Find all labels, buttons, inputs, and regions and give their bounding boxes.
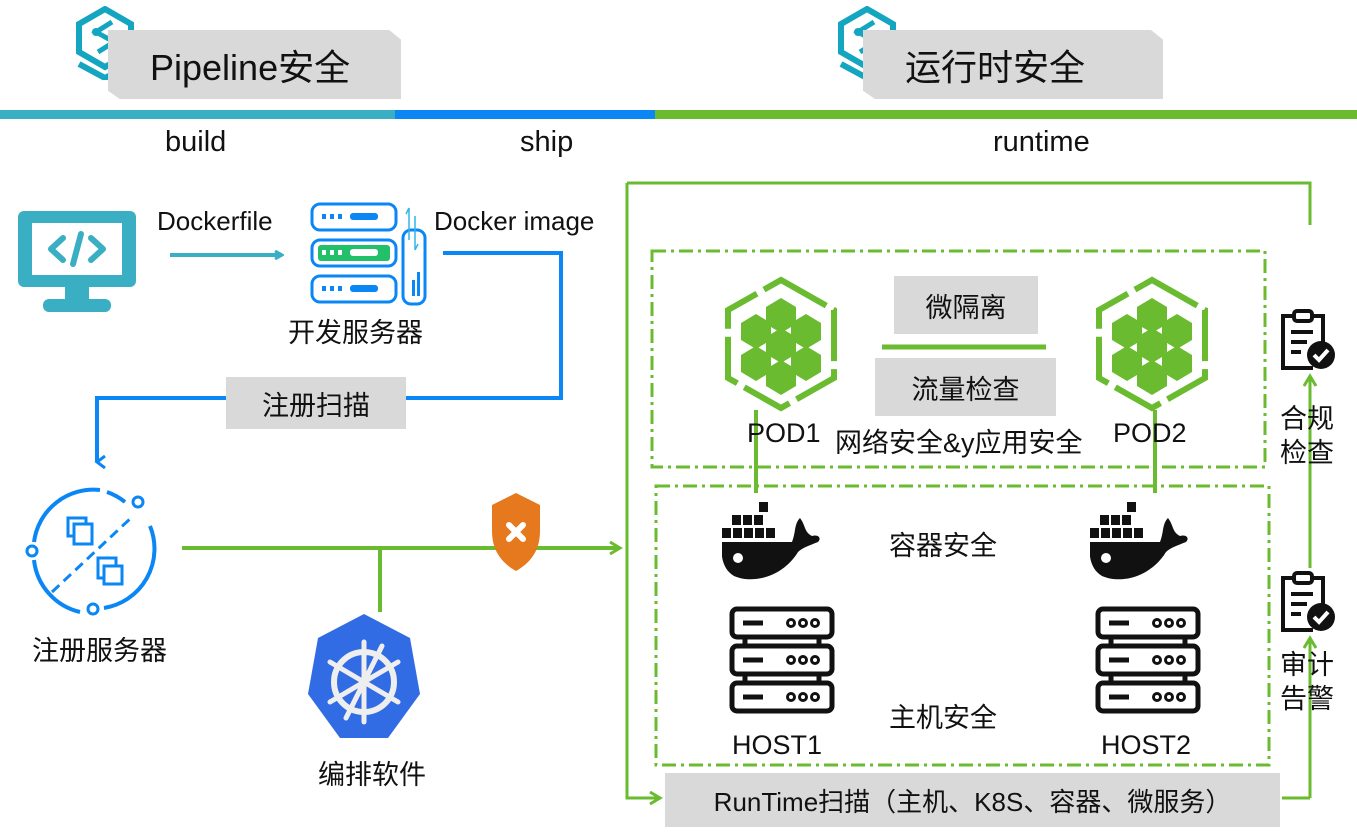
compliance-check-label-line2: 检查 <box>1280 438 1334 468</box>
stage-label-build: build <box>165 126 227 158</box>
audit-alert-label-line2: 告警 <box>1280 684 1334 714</box>
traffic-inspection-label: 流量检查 <box>911 374 1020 405</box>
pipeline-security-title: Pipeline安全 <box>150 46 351 88</box>
compliance-check-label-line1: 合规 <box>1280 404 1334 434</box>
network-app-security-label: 网络安全&y应用安全 <box>835 428 1083 458</box>
runtime-scan-entry-line <box>625 183 663 806</box>
pod1-icon <box>725 276 837 412</box>
pod2-label: POD2 <box>1113 418 1187 448</box>
dev-server-icon <box>310 202 427 306</box>
registry-scan-flow-line <box>97 396 226 462</box>
docker-image-flow-line <box>406 251 563 400</box>
registry-server-icon <box>25 487 157 616</box>
stage-bar-build <box>0 110 395 119</box>
micro-isolation-box: 微隔离 <box>894 276 1038 334</box>
host1-server-icon <box>729 606 835 714</box>
container-security-label: 容器安全 <box>889 531 997 561</box>
docker-container-icon-2 <box>1090 502 1188 580</box>
runtime-security-title: 运行时安全 <box>905 46 1086 88</box>
kubernetes-orchestration-icon <box>308 614 420 738</box>
pipeline-security-banner: Pipeline安全 <box>108 30 401 99</box>
stage-bar-ship <box>395 110 655 119</box>
registry-scan-label: 注册扫描 <box>262 390 370 421</box>
developer-workstation-icon <box>18 211 136 312</box>
security-shield-block-icon <box>492 493 540 571</box>
host-security-zone <box>654 484 1271 767</box>
stage-bar-runtime <box>655 110 1357 119</box>
host2-server-icon <box>1095 606 1201 714</box>
runtime-scan-label: RunTime扫描（主机、K8S、容器、微服务） <box>713 786 1232 817</box>
network-security-zone <box>650 249 1267 469</box>
micro-isolation-label: 微隔离 <box>925 292 1007 323</box>
compliance-check-clipboard-icon <box>1281 309 1335 370</box>
docker-image-label: Docker image <box>434 206 595 236</box>
runtime-scan-box: RunTime扫描（主机、K8S、容器、微服务） <box>665 773 1280 827</box>
pod2-icon <box>1096 276 1208 412</box>
registry-server-label: 注册服务器 <box>32 636 167 666</box>
stage-label-runtime: runtime <box>993 126 1090 158</box>
traffic-inspection-box: 流量检查 <box>875 358 1056 416</box>
stage-label-ship: ship <box>520 126 574 158</box>
pod1-label: POD1 <box>747 418 821 448</box>
host1-label: HOST1 <box>732 730 823 760</box>
host-security-label: 主机安全 <box>889 703 997 733</box>
registry-scan-box: 注册扫描 <box>226 377 406 429</box>
dockerfile-label: Dockerfile <box>157 206 273 236</box>
runtime-security-banner: 运行时安全 <box>863 30 1163 99</box>
docker-container-icon-1 <box>722 502 820 580</box>
audit-alert-clipboard-icon <box>1281 571 1335 632</box>
host2-label: HOST2 <box>1101 730 1192 760</box>
audit-alert-label-line1: 审计 <box>1280 650 1334 680</box>
dev-server-label: 开发服务器 <box>288 318 423 348</box>
orchestration-label: 编排软件 <box>318 760 426 790</box>
runtime-outer-loop <box>627 181 1312 225</box>
